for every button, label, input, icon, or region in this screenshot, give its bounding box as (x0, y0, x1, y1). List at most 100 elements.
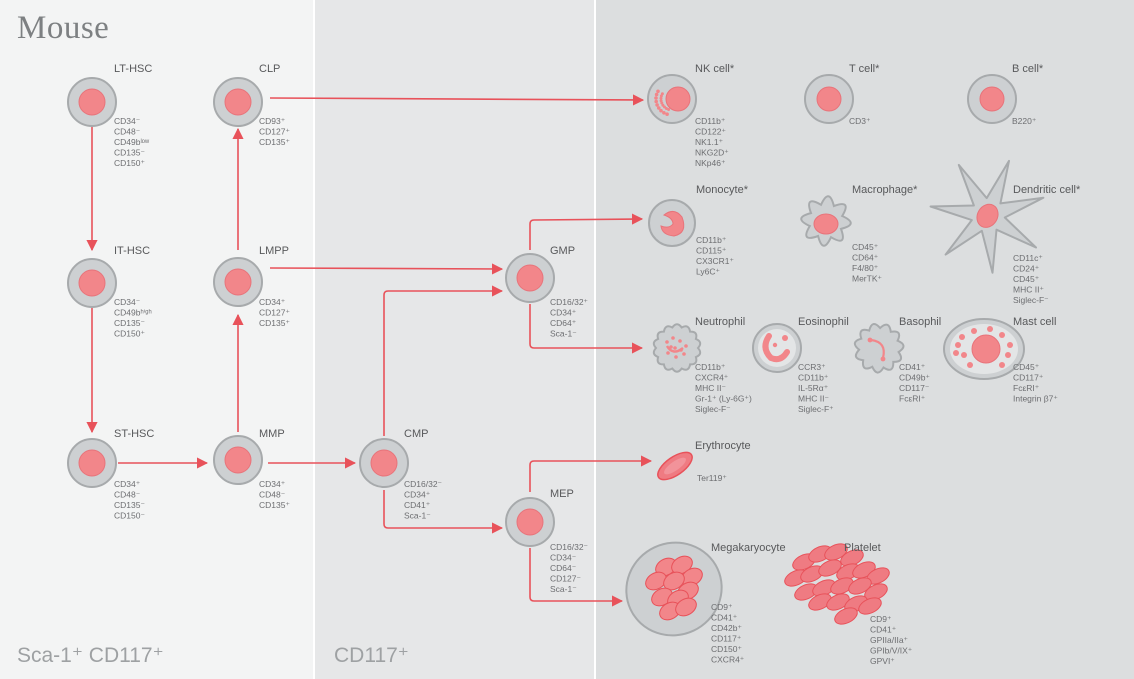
panel-divider (313, 0, 315, 679)
cell-marker: NKp46⁺ (695, 158, 726, 168)
granule (1005, 352, 1011, 358)
cell-marker: Siglec-F⁻ (1013, 295, 1049, 305)
platelet-disc (824, 543, 848, 561)
lineage-arrow (529, 304, 644, 354)
page-title: Mouse (17, 10, 110, 46)
cell-name: Eosinophil (798, 316, 849, 328)
cell-name: Monocyte* (696, 184, 749, 196)
granule (682, 352, 686, 356)
granule (678, 339, 682, 343)
granule (657, 106, 661, 110)
cell-nucleus (870, 338, 885, 359)
cell-marker: CD135⁺ (259, 318, 290, 328)
cell-marker: CD9⁺ (870, 614, 892, 624)
cell-nucleus (665, 345, 684, 353)
granule (660, 101, 664, 105)
cell-marker: Ter119⁺ (697, 473, 727, 483)
platelet-disc (834, 607, 858, 625)
cell-marker: CD34⁻ (114, 116, 141, 126)
cell-nucleus (979, 86, 1005, 112)
granule (772, 342, 778, 348)
cell-marker: CD11b⁺ (695, 362, 726, 372)
cell-marker: Siglec-F⁺ (798, 404, 834, 414)
granule (656, 89, 660, 94)
cell-marker: GPIb/V/IX⁺ (870, 646, 913, 656)
cell-marker: CD150⁺ (711, 644, 742, 654)
cell-marker: CD150⁺ (114, 158, 145, 168)
cell-marker: CXCR4⁺ (695, 373, 729, 383)
cell-marker: CD115⁺ (696, 246, 727, 256)
granule (971, 328, 977, 334)
cell-marker: GPIIa/IIa⁺ (870, 635, 909, 645)
cell-marker: CD11b⁺ (695, 116, 726, 126)
cell-body (853, 323, 905, 374)
cell-marker: CD117⁻ (899, 383, 930, 393)
cell-nucleus (516, 508, 544, 536)
granule (660, 92, 664, 96)
granule (967, 362, 973, 368)
nuclear-lobe (675, 597, 697, 617)
cell-marker: CD135⁻ (114, 318, 145, 328)
cell-nucleus (224, 446, 252, 474)
cell-name: Dendritic cell* (1013, 184, 1081, 196)
cell-marker: CD16/32⁻ (404, 479, 443, 489)
cell-name: Megakaryocyte (711, 542, 786, 554)
lineage-arrow (529, 455, 653, 492)
granule (999, 332, 1005, 338)
cell-marker: CD127⁺ (259, 308, 290, 318)
cell-marker: FcεRI⁺ (899, 394, 926, 404)
panel-label-cd117: CD117⁺ (334, 644, 409, 667)
cell-name: Basophil (899, 316, 941, 328)
cell-marker: CD64⁺ (550, 318, 577, 328)
cell-nucleus (370, 449, 398, 477)
cell-marker: CD34⁺ (259, 479, 286, 489)
cell-marker: CD117⁺ (711, 634, 742, 644)
cell-marker: CD16/32⁻ (550, 542, 589, 552)
cell-marker: CD34⁻ (114, 297, 141, 307)
granule (666, 351, 670, 355)
cell-name: LMPP (259, 245, 289, 257)
cell-marker: CD34⁺ (550, 308, 577, 318)
cell-name: NK cell* (695, 63, 735, 75)
cell-marker: CD49bʰⁱᵍʰ (114, 308, 152, 318)
cell-nucleus (78, 88, 106, 116)
cell-marker: CD42b⁺ (711, 623, 742, 633)
cell-macro: Macrophage*CD45⁺CD64⁺F4/80⁺MerTK⁺ (800, 184, 918, 284)
cell-marker: NK1.1⁺ (695, 137, 724, 147)
cell-marker: CD127⁺ (259, 127, 290, 137)
cell-marker: CD11c⁺ (1013, 253, 1043, 263)
cell-marker: CD122⁺ (695, 127, 726, 137)
cell-marker: CD135⁻ (114, 148, 145, 158)
granule (659, 108, 663, 113)
cell-nucleus (660, 211, 685, 237)
cell-mono: Monocyte*CD11b⁺CD115⁺CX3CR1⁺Ly6C⁺ (648, 184, 749, 277)
granule (671, 336, 675, 340)
cell-marker: CD127⁻ (550, 574, 581, 584)
cell-mega: MegakaryocyteCD9⁺CD41⁺CD42b⁺CD117⁺CD150⁺… (625, 541, 786, 665)
granule (659, 99, 663, 103)
cell-nucleus (813, 213, 839, 235)
cell-nucleus (78, 449, 106, 477)
cell-name: CLP (259, 63, 280, 75)
cell-marker: MHC II⁺ (1013, 285, 1044, 295)
cell-marker: IL-5Rα⁺ (798, 383, 829, 393)
granule (999, 362, 1005, 368)
cell-nucleus (762, 333, 790, 363)
cell-marker: FcεRI⁺ (1013, 383, 1040, 393)
cell-marker: Gr-1⁺ (Ly-6G⁺) (695, 394, 752, 404)
cell-marker: CD49b⁺ (899, 373, 930, 383)
cell-nucleus (976, 203, 999, 228)
granule (662, 111, 666, 115)
nuclear-lobe (645, 571, 667, 591)
granule (669, 345, 673, 349)
cell-name: MEP (550, 488, 574, 500)
cell-nucleus (224, 88, 252, 116)
cell-name: IT-HSC (114, 245, 150, 257)
